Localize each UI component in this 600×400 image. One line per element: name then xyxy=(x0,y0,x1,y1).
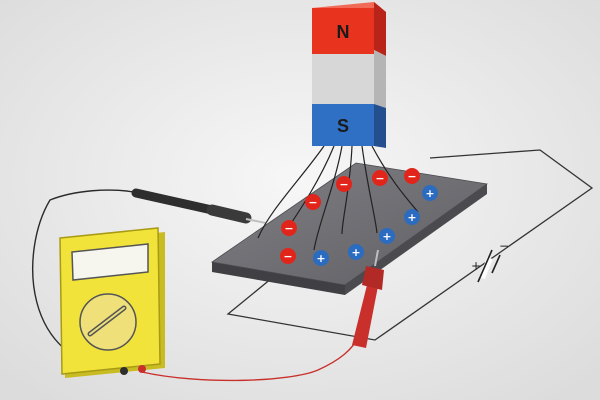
battery-icon: + − xyxy=(471,239,509,283)
multimeter-icon xyxy=(59,227,165,378)
positive-charge: + xyxy=(379,228,395,244)
positive-charge: + xyxy=(348,244,364,260)
magnet-south-pole xyxy=(312,104,374,146)
magnet-north-side xyxy=(374,2,386,56)
negative-charge: − xyxy=(280,248,296,264)
magnet-middle xyxy=(312,54,374,104)
multimeter-v-jack xyxy=(138,365,146,373)
multimeter-com-jack xyxy=(120,367,128,375)
positive-charge: + xyxy=(404,209,420,225)
magnet-north-pole xyxy=(312,8,374,54)
south-pole-label: S xyxy=(337,116,349,136)
field-lines xyxy=(257,145,419,251)
svg-text:+: + xyxy=(316,252,325,265)
multimeter-display xyxy=(71,243,149,281)
plate-side xyxy=(212,262,345,295)
battery-positive-sign: + xyxy=(471,259,481,273)
negative-charge: − xyxy=(336,176,352,192)
svg-text:+: + xyxy=(407,211,416,224)
plate-front xyxy=(345,184,487,295)
negative-charge: − xyxy=(281,220,297,236)
negative-charge: − xyxy=(305,194,321,210)
north-pole-label: N xyxy=(337,22,350,42)
svg-text:+: + xyxy=(425,187,434,200)
svg-text:+: + xyxy=(351,246,360,259)
bar-magnet-icon: N S xyxy=(312,2,386,148)
magnet-south-side xyxy=(374,104,386,148)
svg-text:−: − xyxy=(339,178,348,191)
svg-text:−: − xyxy=(283,250,292,263)
battery-negative-sign: − xyxy=(499,239,509,253)
red-probe xyxy=(141,249,384,382)
svg-text:−: − xyxy=(407,170,416,183)
magnet-middle-side xyxy=(374,50,386,108)
negative-charge: − xyxy=(404,168,420,184)
charges: − − − − − − + + xyxy=(280,168,438,266)
battery-circuit xyxy=(226,149,594,341)
svg-text:+: + xyxy=(382,230,391,243)
negative-charge: − xyxy=(372,170,388,186)
positive-charge: + xyxy=(313,250,329,266)
svg-text:−: − xyxy=(308,196,317,209)
svg-text:−: − xyxy=(375,172,384,185)
positive-charge: + xyxy=(422,185,438,201)
svg-text:−: − xyxy=(284,222,293,235)
